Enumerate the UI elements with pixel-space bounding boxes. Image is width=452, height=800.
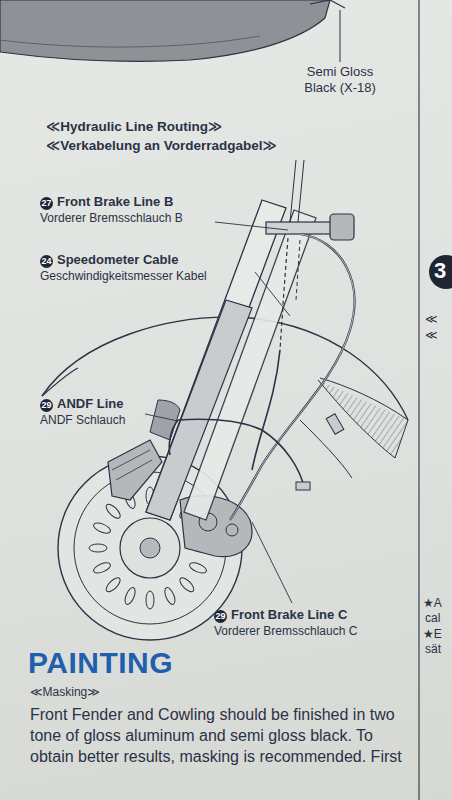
cut-text: ★E bbox=[423, 628, 442, 642]
sub-heading: ≪Masking≫ bbox=[30, 686, 100, 700]
callout-number: 27 bbox=[40, 197, 53, 210]
part-name: ANDF Line bbox=[57, 397, 123, 412]
part-name: Front Brake Line C bbox=[231, 608, 347, 623]
callout-number: 29 bbox=[40, 399, 53, 412]
cut-text: ≪ bbox=[425, 313, 438, 327]
cut-text: ≪ bbox=[425, 329, 438, 343]
part-name: Vorderer Bremsschlauch C bbox=[214, 625, 357, 639]
paint-note: Semi Gloss Black (X-18) bbox=[292, 64, 388, 95]
step-number: 3 bbox=[434, 258, 446, 283]
callout-number: 24 bbox=[40, 255, 53, 268]
part-name: Front Brake Line B bbox=[57, 195, 173, 210]
section-heading: PAINTING bbox=[28, 646, 173, 681]
section-title: ≪Hydraulic Line Routing≫ bbox=[46, 119, 222, 135]
cut-text: sät bbox=[425, 643, 441, 657]
part-name: Speedometer Cable bbox=[57, 253, 178, 268]
part-name: ANDF Schlauch bbox=[40, 414, 125, 428]
part-name: Geschwindigkeitsmesser Kabel bbox=[40, 270, 207, 284]
callout-number: 29 bbox=[214, 610, 227, 623]
cut-text: ★A bbox=[423, 597, 442, 611]
cut-text: cal bbox=[425, 612, 440, 626]
instruction-text: Front Fender and Cowling should be finis… bbox=[30, 704, 418, 767]
section-subtitle: ≪Verkabelung an Vorderradgabel≫ bbox=[46, 138, 277, 154]
part-name: Vorderer Bremsschlauch B bbox=[40, 212, 183, 226]
